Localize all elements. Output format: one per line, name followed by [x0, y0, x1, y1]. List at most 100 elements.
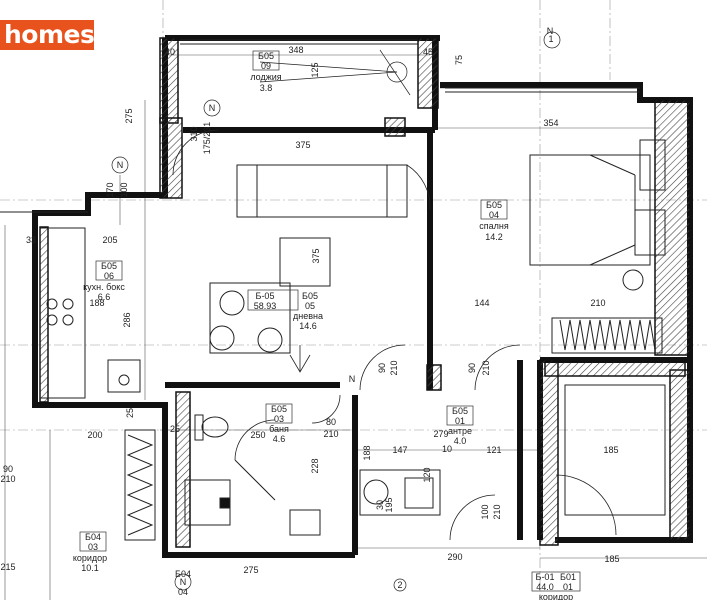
svg-text:лоджия: лоджия — [250, 72, 281, 82]
dim-label: 210 — [389, 360, 399, 375]
dim-label: 75 — [454, 55, 464, 65]
room-loggia: Б05 09 лоджия 3.8 — [250, 50, 282, 93]
svg-text:коридор: коридор — [73, 553, 107, 563]
svg-text:Б05: Б05 — [101, 261, 117, 271]
dim-label: 275 — [124, 108, 134, 123]
svg-text:Б05: Б05 — [302, 291, 318, 301]
bedroom-furniture — [529, 139, 666, 354]
svg-text:антре: антре — [448, 426, 472, 436]
kitchen-counter — [39, 227, 141, 399]
dim-label: 04 — [178, 587, 188, 597]
dim-label: 25 — [125, 408, 135, 418]
living-furniture — [209, 164, 408, 354]
dim-label: 205 — [102, 235, 117, 245]
svg-text:Б04: Б04 — [85, 532, 101, 542]
dim-label: 188 — [362, 445, 372, 460]
dim-label: 170 — [105, 182, 115, 197]
dim-label: 210 — [492, 504, 502, 519]
svg-text:4.0: 4.0 — [454, 436, 467, 446]
dim-label: 354 — [543, 118, 558, 128]
svg-text:Б05: Б05 — [452, 406, 468, 416]
svg-text:44.0: 44.0 — [536, 582, 554, 592]
dim-label: 310 — [189, 126, 199, 141]
dim-label: 185 — [604, 554, 619, 564]
dim-label: 100 — [480, 504, 490, 519]
svg-text:Б-01: Б-01 — [536, 572, 555, 582]
svg-text:01: 01 — [455, 416, 465, 426]
dim-label: 195 — [384, 497, 394, 512]
windows — [0, 39, 640, 213]
room-bathroom: Б05 03 баня 4.6 — [265, 403, 293, 444]
room-living: Б-05 58.93 Б05 05 дневна 14.6 — [247, 289, 323, 331]
svg-text:06: 06 — [104, 271, 114, 281]
dim-label: 90 — [377, 363, 387, 373]
dim-label: 90 — [467, 363, 477, 373]
svg-text:05: 05 — [305, 301, 315, 311]
dim-label: 348 — [288, 45, 303, 55]
dim-label: Б04 — [175, 569, 191, 579]
dim-label: 250 — [250, 430, 265, 440]
dim-label: 25 — [170, 424, 180, 434]
svg-text:10.1: 10.1 — [81, 563, 99, 573]
svg-text:коридор: коридор — [539, 592, 573, 600]
dim-label: 30 — [375, 500, 385, 510]
wall-hatching — [39, 37, 691, 548]
dim-label: N — [180, 577, 187, 587]
dim-label: 228 — [310, 458, 320, 473]
dim-label: 210 — [0, 474, 15, 484]
room-bedroom: Б05 04 спалня 14.2 — [479, 199, 509, 242]
dim-label: N — [547, 26, 554, 36]
homes-logo[interactable]: homes.bg — [0, 20, 112, 50]
door-swings — [172, 129, 617, 541]
bathroom-fixtures — [184, 414, 441, 536]
wardrobe — [124, 384, 666, 541]
room-corridor-b01: Б-01 44.0 Б01 01 коридор — [531, 571, 581, 600]
dim-label: 147 — [392, 445, 407, 455]
dim-label: 210 — [323, 429, 338, 439]
svg-text:3.8: 3.8 — [260, 83, 273, 93]
svg-text:03: 03 — [274, 414, 284, 424]
dim-label: 80 — [326, 417, 336, 427]
dim-label: 45 — [423, 47, 433, 57]
dim-label: 121 — [486, 445, 501, 455]
dimension-labels: 40 348 45 75 1 25 275 354 310 175/231 375… — [0, 26, 619, 597]
dim-label: 90 — [3, 464, 13, 474]
svg-text:дневна: дневна — [293, 311, 323, 321]
dim-label: 215 — [0, 562, 15, 572]
svg-text:Б05: Б05 — [486, 200, 502, 210]
svg-text:Б01: Б01 — [560, 572, 576, 582]
svg-text:04: 04 — [489, 210, 499, 220]
dim-label: 100 — [119, 182, 129, 197]
svg-text:6.6: 6.6 — [98, 292, 111, 302]
dim-label: 40 — [165, 47, 175, 57]
dim-label: 275 — [243, 565, 258, 575]
svg-text:09: 09 — [261, 61, 271, 71]
dim-label: 279 — [433, 429, 448, 439]
dim-label: N — [349, 374, 356, 384]
room-entrance: Б05 01 антре 4.0 — [446, 405, 474, 446]
logo-tld: .bg — [94, 33, 112, 46]
dim-label: 175/231 — [202, 122, 212, 155]
svg-text:01: 01 — [563, 582, 573, 592]
dim-label: 185 — [603, 445, 618, 455]
dim-label: 375 — [295, 140, 310, 150]
dim-label: 375 — [311, 248, 321, 263]
room-kitchen: Б05 06 кухн. бокс 6.6 — [83, 260, 125, 302]
dim-label: 1 — [548, 34, 553, 44]
svg-text:14.6: 14.6 — [299, 321, 317, 331]
dim-label: 144 — [474, 298, 489, 308]
dim-label: 200 — [87, 430, 102, 440]
dim-label: N — [209, 103, 216, 113]
svg-text:кухн. бокс: кухн. бокс — [83, 282, 125, 292]
dim-label: 10 — [442, 444, 452, 454]
svg-text:баня: баня — [269, 424, 289, 434]
dim-label: 188 — [89, 298, 104, 308]
svg-text:Б05: Б05 — [271, 404, 287, 414]
svg-text:спалня: спалня — [479, 221, 509, 231]
dim-label: 286 — [122, 312, 132, 327]
dim-label: 2 — [397, 580, 402, 590]
dim-label: 120 — [422, 467, 432, 482]
dimension-lines — [4, 54, 707, 600]
dim-label: 210 — [590, 298, 605, 308]
